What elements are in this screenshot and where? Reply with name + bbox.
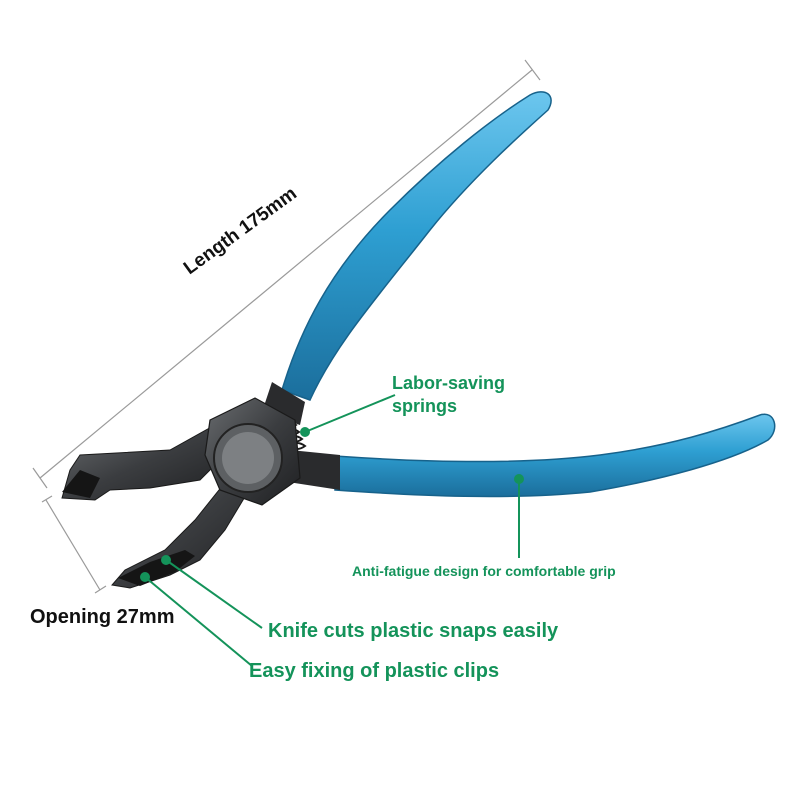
springs-label: Labor-saving springs — [392, 373, 506, 416]
upper-jaw — [61, 424, 226, 501]
grip-label: Anti-fatigue design for comfortable grip — [352, 563, 616, 579]
lower-shank — [288, 450, 340, 490]
length-dimension-line — [32, 59, 541, 489]
callout-springs — [300, 394, 396, 437]
callout-clips — [140, 572, 253, 667]
lower-jaw — [111, 469, 256, 589]
clips-label: Easy fixing of plastic clips — [249, 660, 500, 682]
knife-label: Knife cuts plastic snaps easily — [268, 620, 559, 642]
callout-grip — [514, 474, 524, 558]
callout-knife — [161, 555, 263, 629]
upper-handle-grip — [281, 91, 552, 401]
upper-jaw-tip — [62, 470, 100, 498]
lower-jaw-tip — [118, 550, 195, 586]
pivot-joint — [204, 397, 301, 506]
lower-handle-grip — [334, 413, 776, 498]
opening-label: Opening 27mm — [30, 606, 175, 628]
opening-dimension-line — [41, 495, 107, 594]
